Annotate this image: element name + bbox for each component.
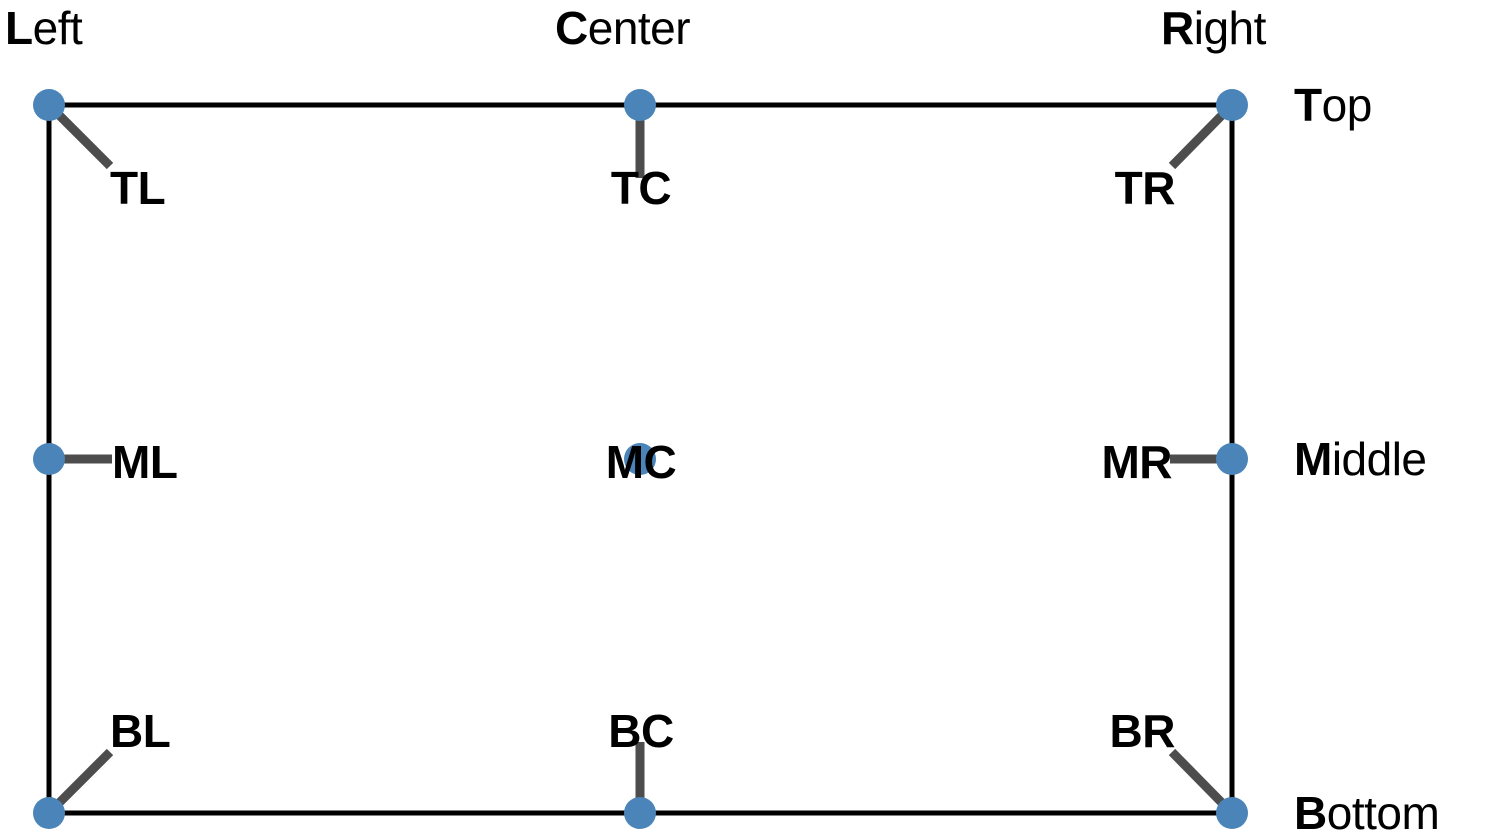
column-header-center: Center xyxy=(555,2,691,54)
column-header-right-initial: R xyxy=(1161,2,1194,54)
node-label-mc: MC xyxy=(605,436,677,488)
row-header-top-rest: op xyxy=(1321,79,1373,131)
node-label-bc: BC xyxy=(608,705,674,757)
node-dot-br[interactable] xyxy=(1216,797,1248,829)
node-dot-tl[interactable] xyxy=(33,89,65,121)
column-header-center-rest: enter xyxy=(587,2,691,54)
node-label-mr: MR xyxy=(1101,436,1172,488)
node-dots xyxy=(33,89,1248,829)
node-dot-bl[interactable] xyxy=(33,797,65,829)
column-header-right-rest: ight xyxy=(1193,2,1267,54)
node-dot-tc[interactable] xyxy=(624,89,656,121)
node-label-tl: TL xyxy=(110,162,166,214)
node-label-br: BR xyxy=(1109,705,1176,757)
row-header-bottom-initial: B xyxy=(1294,787,1327,839)
leader-line-bl xyxy=(48,748,114,814)
node-dot-mr[interactable] xyxy=(1216,443,1248,475)
row-header-middle-initial: M xyxy=(1294,433,1332,485)
leader-line-tl xyxy=(48,104,114,170)
leader-line-tr xyxy=(1168,104,1233,170)
node-dot-tr[interactable] xyxy=(1216,89,1248,121)
column-header-center-initial: C xyxy=(555,2,588,54)
column-header-left-rest: eft xyxy=(32,2,83,54)
row-header-bottom: Bottom xyxy=(1294,787,1440,839)
node-dot-mc[interactable] xyxy=(624,443,656,475)
column-header-left-initial: L xyxy=(5,2,33,54)
node-dot-ml[interactable] xyxy=(33,443,65,475)
node-label-ml: ML xyxy=(112,436,178,488)
node-label-bl: BL xyxy=(110,705,171,757)
row-header-bottom-rest: ottom xyxy=(1326,787,1440,839)
row-header-top-initial: T xyxy=(1294,79,1322,131)
row-header-middle-rest: iddle xyxy=(1331,433,1427,485)
row-header-middle: Middle xyxy=(1294,436,1427,482)
column-header-right: Right xyxy=(1161,5,1266,51)
row-header-top: Top xyxy=(1294,82,1372,128)
node-label-tr: TR xyxy=(1114,162,1176,214)
node-label-tc: TC xyxy=(610,162,672,214)
leader-line-br xyxy=(1168,748,1233,814)
node-dot-bc[interactable] xyxy=(624,797,656,829)
column-header-left: Left xyxy=(5,2,83,54)
